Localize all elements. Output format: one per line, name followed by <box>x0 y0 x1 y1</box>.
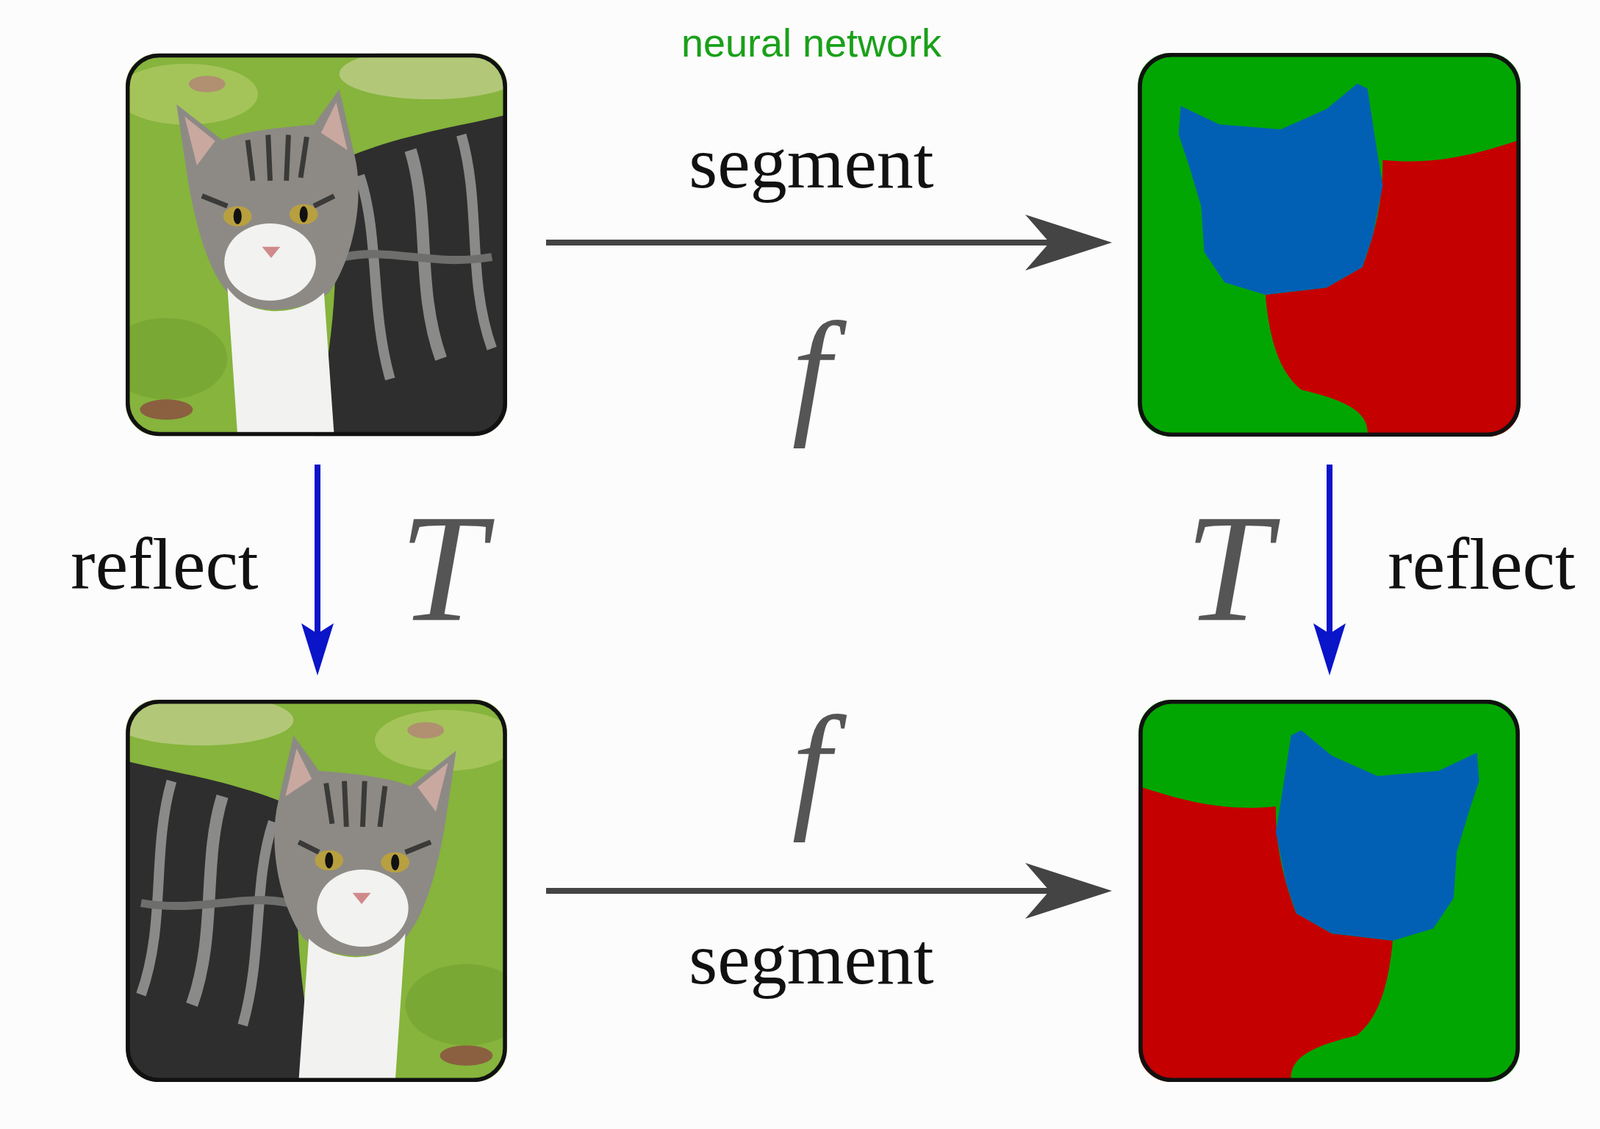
segment-arrow <box>546 862 1112 919</box>
reflect-arrow <box>301 464 334 676</box>
arrow-label: segment <box>688 126 934 200</box>
annotation-text: neural network <box>681 22 942 63</box>
arrow-label: reflect <box>1387 527 1576 602</box>
reflect-arrow <box>1313 464 1346 676</box>
reflected-cat-photo <box>110 694 527 1082</box>
segmentation-mask <box>1137 52 1521 437</box>
function-symbol: f <box>792 301 832 441</box>
arrow-label: reflect <box>70 527 258 602</box>
reflected-segmentation-mask <box>1138 699 1520 1082</box>
transform-symbol: T <box>1185 490 1272 646</box>
cat-photo <box>105 48 522 436</box>
transform-symbol: T <box>399 490 486 646</box>
function-symbol: f <box>792 695 832 835</box>
segment-arrow <box>546 214 1112 271</box>
arrow-label: segment <box>688 922 934 996</box>
